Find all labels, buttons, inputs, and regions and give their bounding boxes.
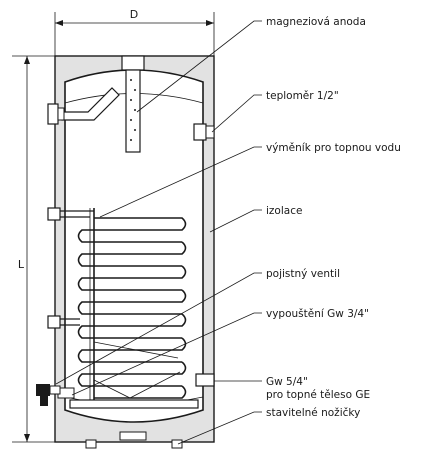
heat-exchanger-coil — [47, 207, 187, 404]
label-insulation: izolace — [266, 205, 302, 217]
label-feet: stavitelné nožičky — [266, 407, 360, 419]
thermometer-port — [193, 123, 215, 141]
top-outlet-pipe — [47, 87, 120, 125]
diameter-label: D — [130, 8, 138, 21]
label-anode: magneziová anoda — [266, 16, 366, 28]
tank-body — [64, 69, 204, 423]
label-heater-line1: Gw 5/4" — [266, 376, 308, 388]
magnesium-anode — [121, 55, 145, 153]
label-safety-valve: pojistný ventil — [266, 268, 340, 280]
adjustable-feet — [85, 439, 183, 449]
dimension-d: D — [54, 8, 215, 56]
bottom-plate — [57, 387, 199, 441]
length-label: L — [18, 258, 25, 271]
dimension-l: L — [12, 55, 56, 443]
safety-valve — [36, 384, 61, 406]
label-thermometer: teploměr 1/2" — [266, 90, 339, 102]
labels: magneziová anoda teploměr 1/2" výměník p… — [266, 16, 401, 419]
label-heater-line2: pro topné těleso GE — [266, 389, 370, 401]
leader-lines — [55, 20, 262, 445]
heater-flange — [195, 373, 215, 387]
label-exchanger: výměník pro topnou vodu — [266, 142, 401, 154]
label-drain: vypouštění Gw 3/4" — [266, 308, 369, 320]
